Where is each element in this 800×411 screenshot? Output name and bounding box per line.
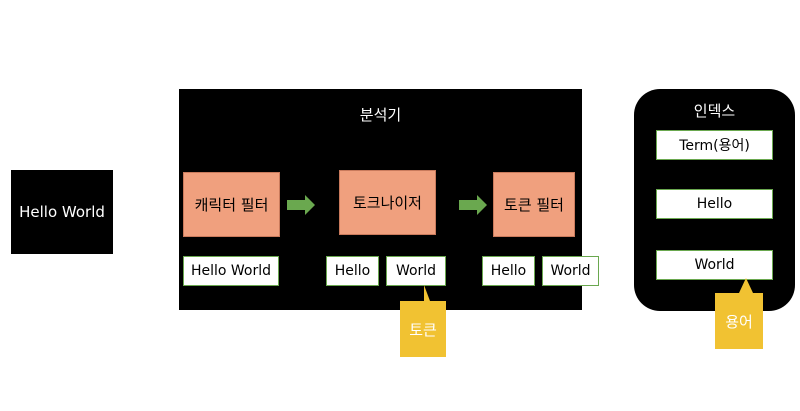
char-filter-stage: 캐릭터 필터 <box>183 172 280 237</box>
token-callout <box>400 285 446 357</box>
index-entry: World <box>656 250 773 280</box>
index-entry: Term(용어) <box>656 130 773 160</box>
term-callout-label: 용어 <box>725 312 753 331</box>
tokenizer-stage: 토크나이저 <box>339 170 436 235</box>
tokenizer-output-token: Hello <box>326 256 379 286</box>
token-filter-output-token: World <box>542 256 599 286</box>
arrow-right-icon <box>287 195 315 215</box>
token-callout-label: 토큰 <box>409 320 437 339</box>
token-filter-output-token: Hello <box>482 256 535 286</box>
token-filter-stage: 토큰 필터 <box>493 172 575 237</box>
arrow-right-icon <box>459 195 487 215</box>
term-callout <box>715 278 763 349</box>
analyzer-title: 분석기 <box>359 106 402 124</box>
index-title: 인덱스 <box>693 102 736 120</box>
input-text-box: Hello World <box>11 170 113 254</box>
index-entry: Hello <box>656 189 773 219</box>
tokenizer-output-token: World <box>386 256 446 286</box>
char-filter-output: Hello World <box>183 256 279 286</box>
